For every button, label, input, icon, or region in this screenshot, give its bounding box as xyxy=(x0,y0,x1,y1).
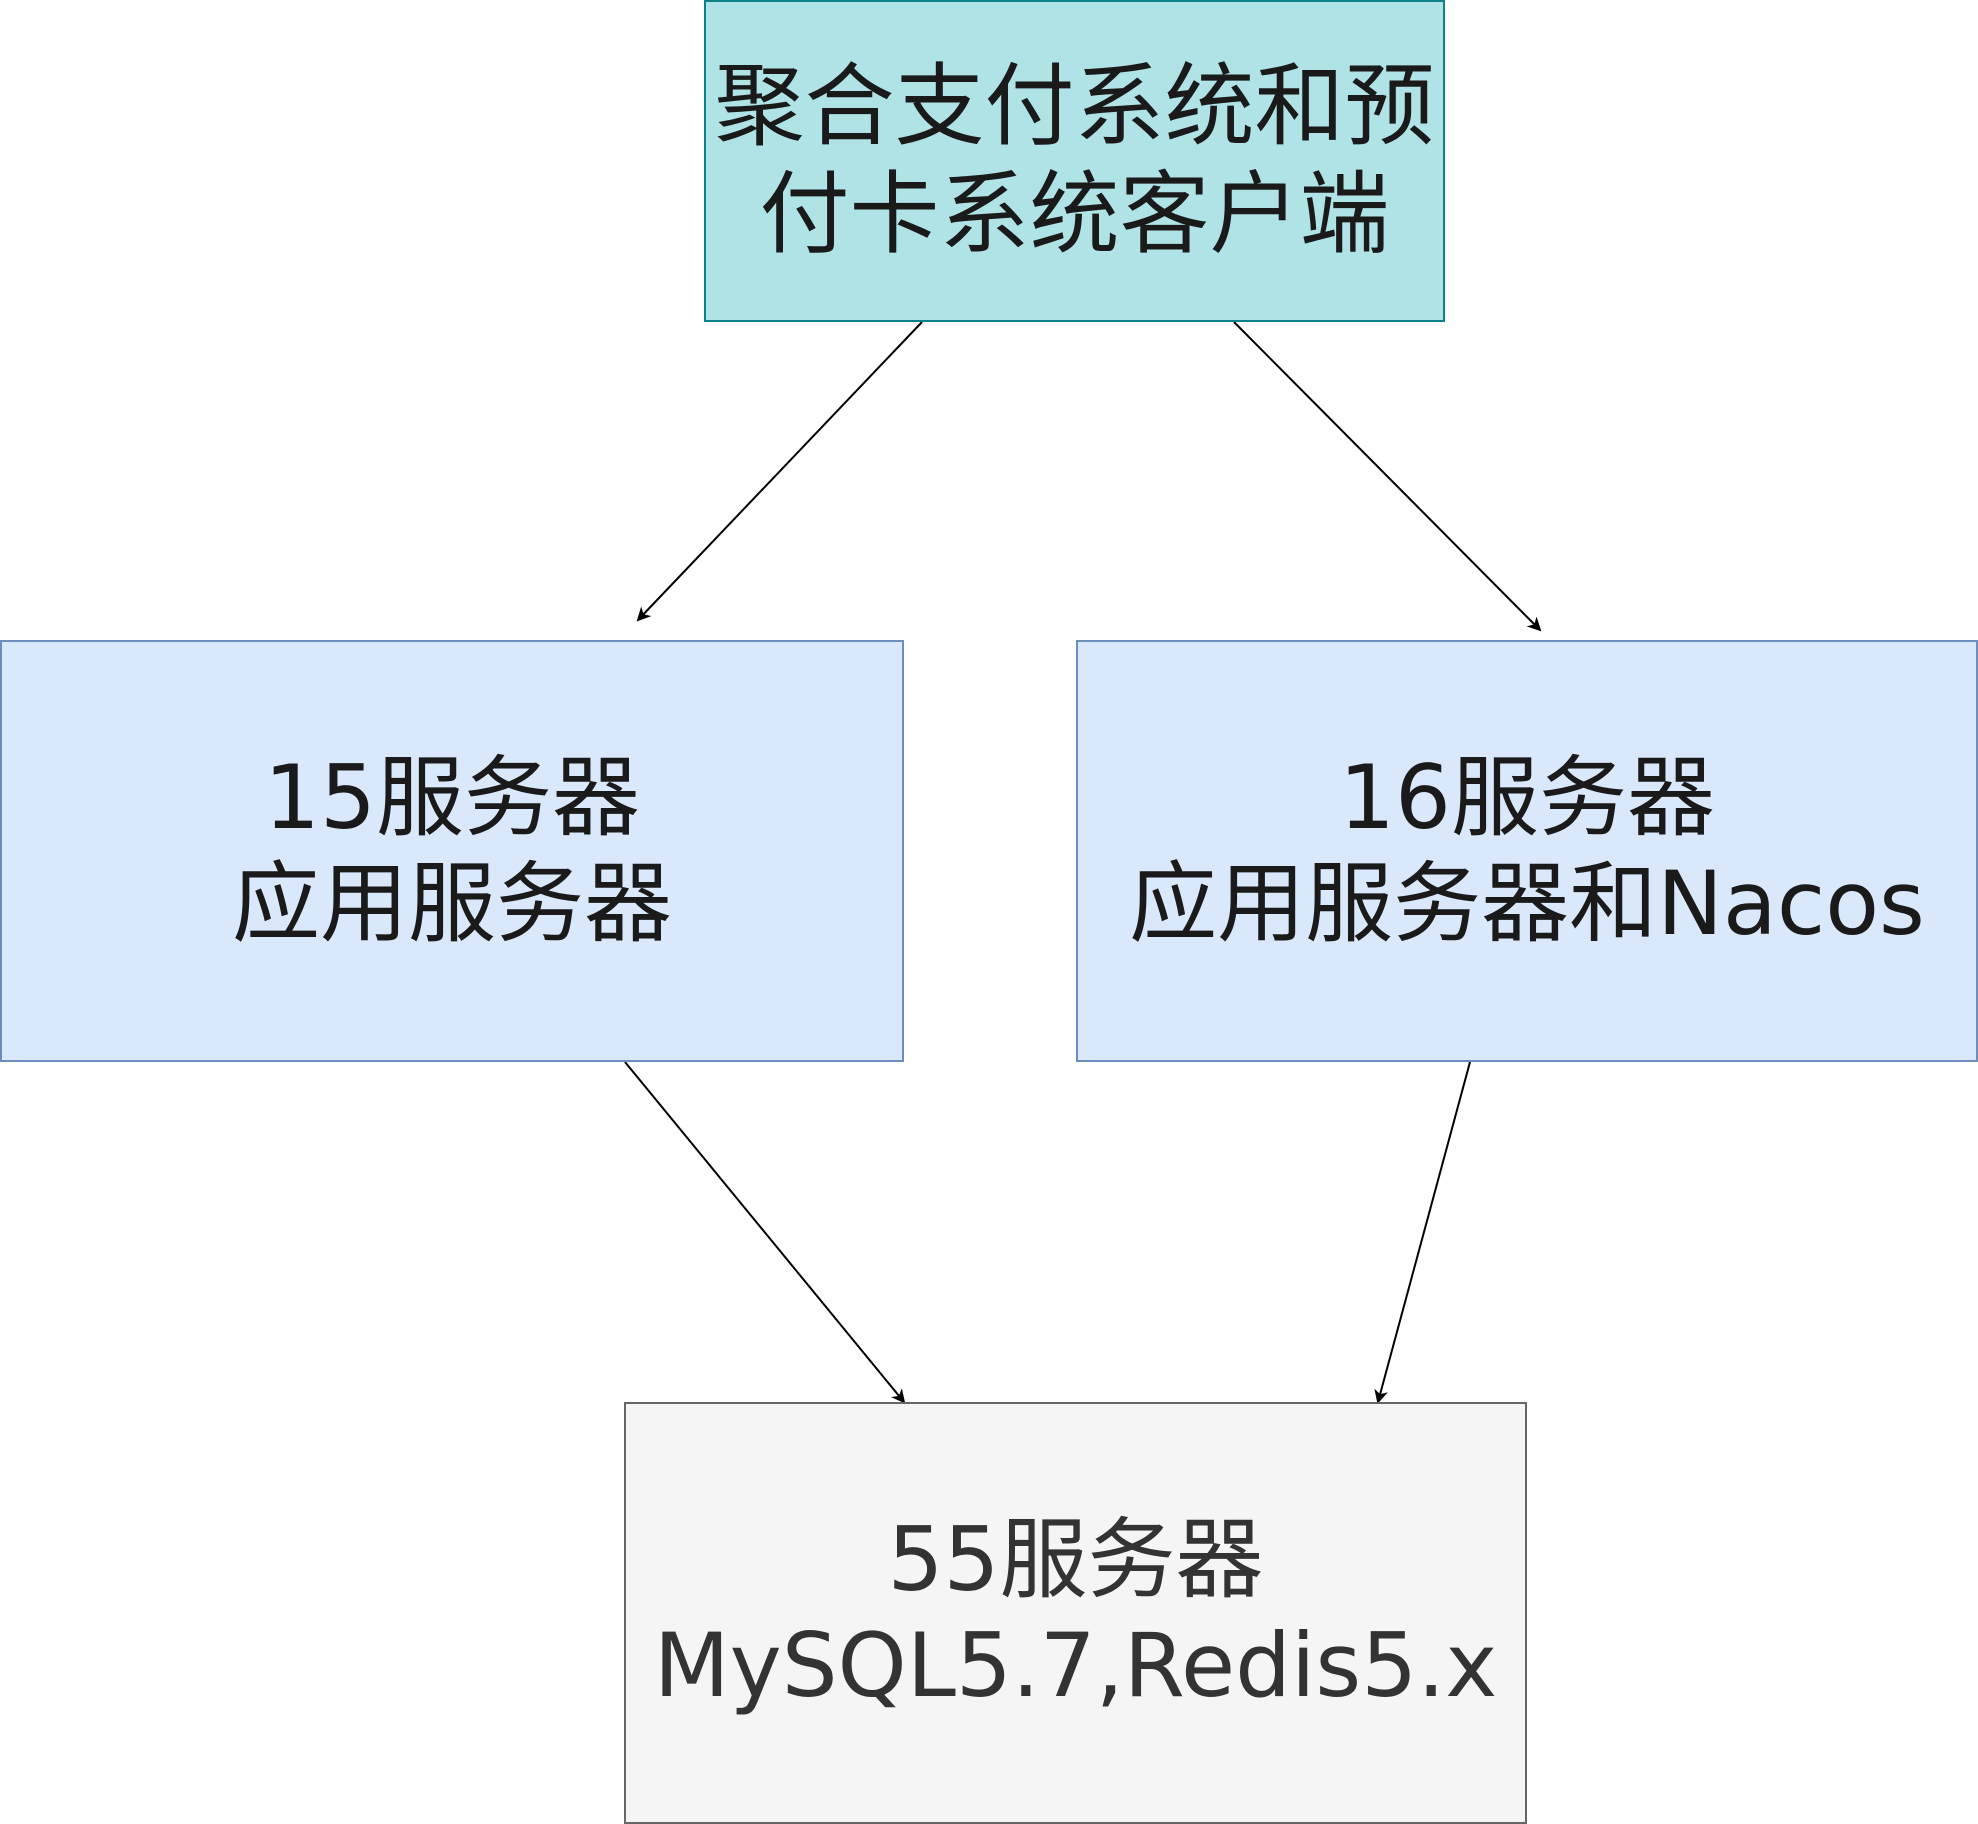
server-16-node-label-line2: 应用服务器和Nacos xyxy=(1129,852,1925,955)
server-55-node-label-line1: 55服务器 xyxy=(887,1508,1264,1612)
client-node-label-line1: 聚合支付系统和预 xyxy=(714,54,1435,159)
client-node[interactable]: 聚合支付系统和预 付卡系统客户端 xyxy=(704,0,1445,322)
server-16-node-label-line1: 16服务器 xyxy=(1339,746,1715,850)
server-15-node-label-line2: 应用服务器 xyxy=(231,852,672,955)
edge-client-to-server16[interactable] xyxy=(1233,321,1542,632)
edge-server16-to-server55[interactable] xyxy=(1374,1061,1471,1404)
client-node-label-line2: 付卡系统客户端 xyxy=(759,162,1390,267)
edge-client-to-server15[interactable] xyxy=(636,321,923,622)
server-15-node[interactable]: 15服务器 应用服务器 xyxy=(0,640,904,1062)
server-15-node-label-line1: 15服务器 xyxy=(264,746,640,850)
server-16-node[interactable]: 16服务器 应用服务器和Nacos xyxy=(1076,640,1978,1062)
server-55-node[interactable]: 55服务器 MySQL5.7,Redis5.x xyxy=(624,1402,1527,1824)
edge-server15-to-server55[interactable] xyxy=(624,1061,906,1404)
server-55-node-label-line2: MySQL5.7,Redis5.x xyxy=(653,1614,1498,1717)
